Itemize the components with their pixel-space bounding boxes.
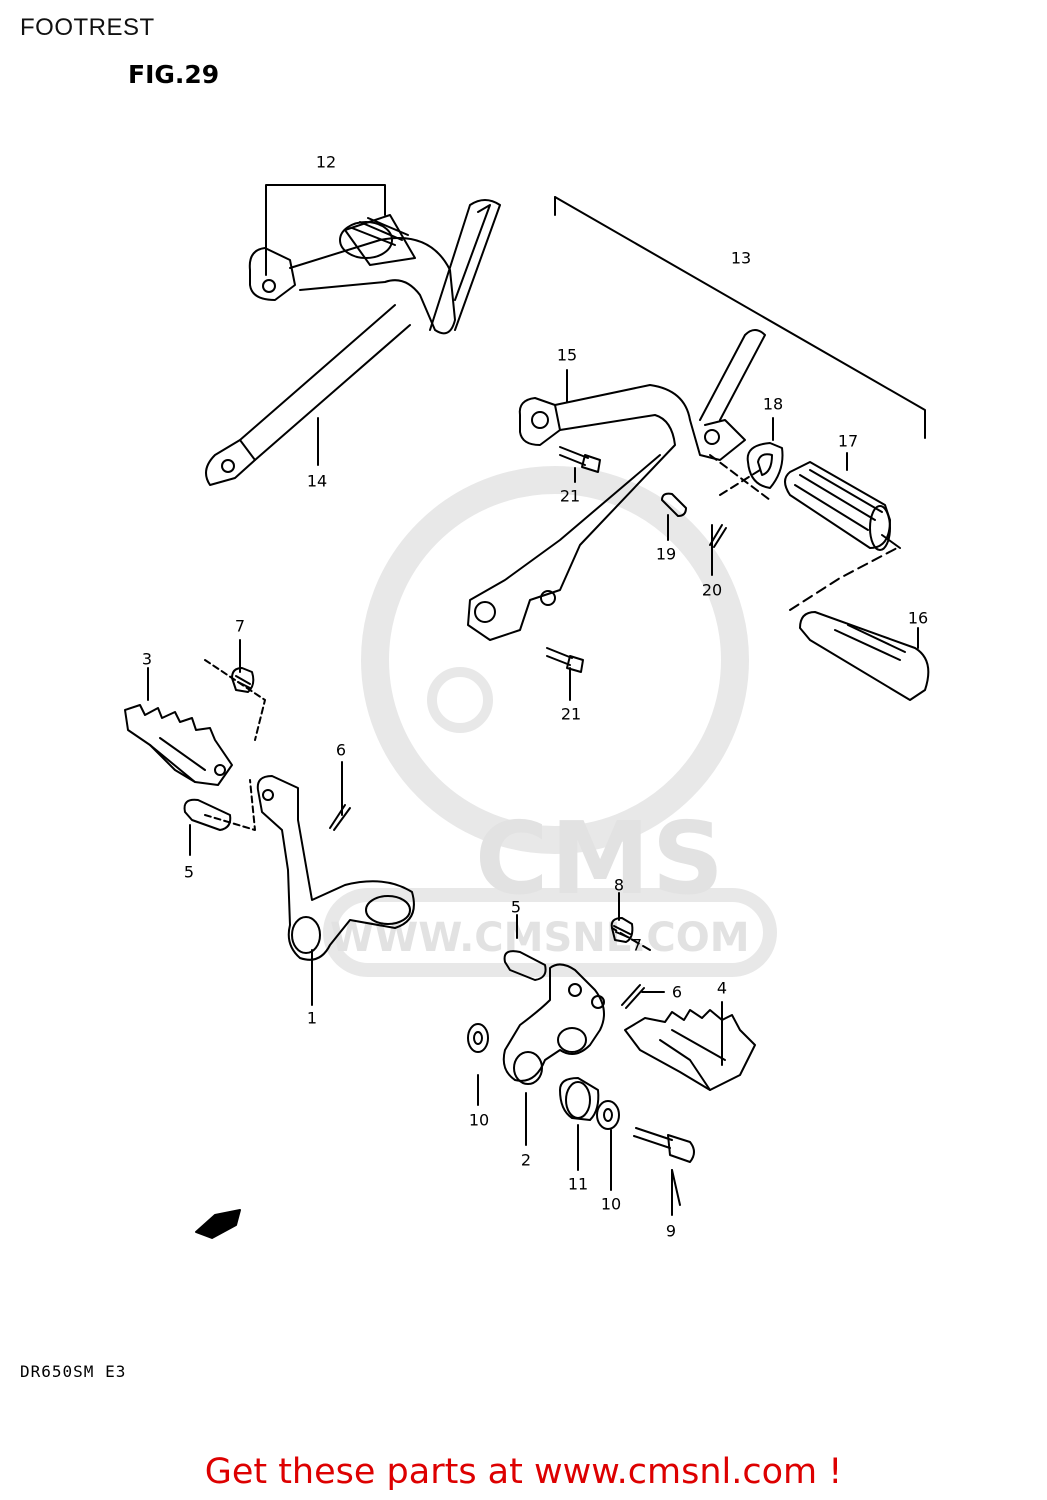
- part-21-bolt-upper: [559, 446, 601, 473]
- model-code: DR650SM E3: [20, 1362, 127, 1381]
- callout-8: 8: [613, 875, 625, 895]
- part-21-bolt-lower: [546, 647, 584, 673]
- part-8-spring-right: [610, 917, 634, 943]
- part-9-bolt: [633, 1127, 695, 1163]
- part-18-rubber-ring: [746, 442, 784, 489]
- callout-9: 9: [665, 1221, 677, 1241]
- part-17-footpeg-rubber: [784, 461, 891, 551]
- callout-18: 18: [762, 394, 784, 414]
- part-16-footrest-plate: [799, 611, 930, 701]
- part-20-cotter-pin: [709, 524, 727, 548]
- callout-11: 11: [567, 1174, 589, 1194]
- callout-2: 2: [520, 1150, 532, 1170]
- part-10-washer-right-hole: [603, 1108, 613, 1122]
- callout-16: 16: [907, 608, 929, 628]
- part-3-footpeg-left: [124, 704, 233, 786]
- callout-12: 12: [315, 152, 337, 172]
- footer-link[interactable]: Get these parts at www.cmsnl.com !: [204, 1452, 843, 1492]
- callout-5-right: 5: [510, 897, 522, 917]
- callout-21-upper: 21: [559, 486, 581, 506]
- callout-10-right: 10: [600, 1194, 622, 1214]
- part-6-cotter-left: [329, 804, 351, 831]
- callout-14: 14: [306, 471, 328, 491]
- callout-6-right: 6: [671, 982, 683, 1002]
- part-15-footrest-bracket: [467, 329, 766, 641]
- part-14-footrest-rod: [205, 279, 411, 486]
- leader-lines: [147, 184, 926, 1216]
- callout-13: 13: [730, 248, 752, 268]
- part-10-washer-left-hole: [473, 1031, 483, 1045]
- callout-15: 15: [556, 345, 578, 365]
- watermark-brand: CMS: [475, 800, 726, 917]
- part-19-pin: [661, 492, 687, 517]
- part-11-collar: [559, 1077, 600, 1121]
- callout-4: 4: [716, 978, 728, 998]
- part-10-washer-right: [596, 1100, 620, 1130]
- callout-19: 19: [655, 544, 677, 564]
- callout-17: 17: [837, 431, 859, 451]
- part-2-footrest-bracket: [502, 963, 605, 1085]
- part-5-pin-left: [183, 798, 232, 831]
- part-10-washer-left: [467, 1023, 489, 1053]
- page-title: FOOTREST: [20, 14, 155, 41]
- figure-number: FIG.29: [128, 60, 220, 89]
- part-5-pin-right: [503, 950, 547, 981]
- callout-6-left: 6: [335, 740, 347, 760]
- part-1-footrest-bracket: [256, 775, 415, 961]
- part-4-footpeg-right: [624, 1009, 756, 1091]
- callout-3: 3: [141, 649, 153, 669]
- part-12-footrest-bracket: [248, 199, 501, 335]
- callout-20: 20: [701, 580, 723, 600]
- part-6-cotter-right: [621, 984, 645, 1009]
- callout-10-left: 10: [468, 1110, 490, 1130]
- callout-7-upper: 7: [234, 616, 246, 636]
- part-7-spring-upper: [231, 667, 255, 693]
- callout-1: 1: [306, 1008, 318, 1028]
- fwd-arrow-icon: [195, 1209, 241, 1239]
- callout-7-right: 7: [631, 935, 643, 955]
- callout-21-lower: 21: [560, 704, 582, 724]
- callout-5-left: 5: [183, 862, 195, 882]
